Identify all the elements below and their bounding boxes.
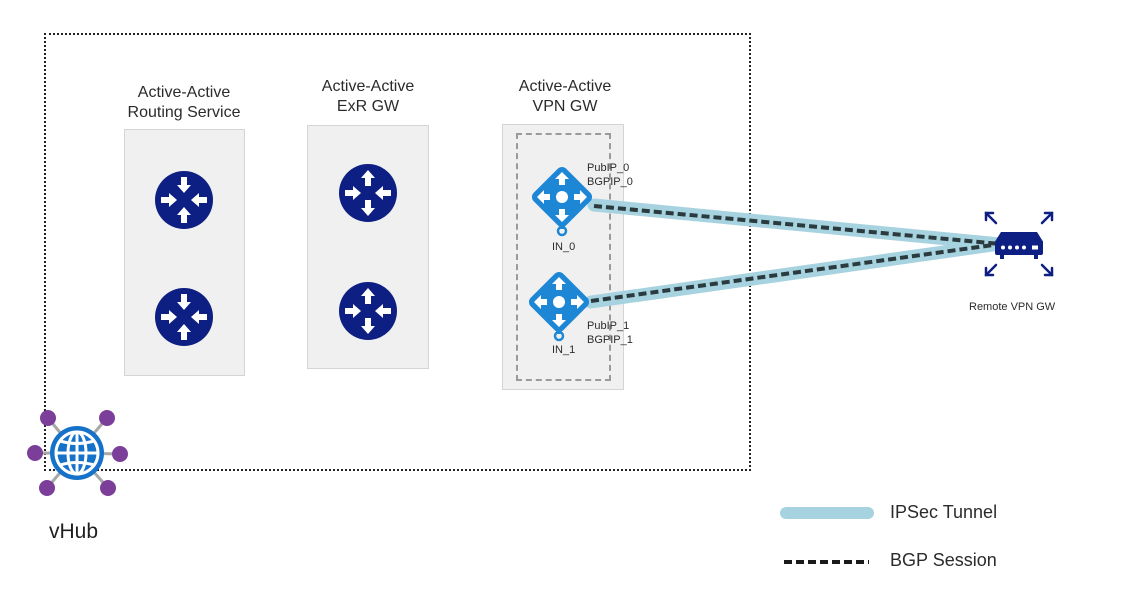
- exr-gw-title-line2: ExR GW: [336, 98, 400, 115]
- router-icon: [155, 171, 213, 229]
- in1-name-label: IN_1: [552, 344, 576, 356]
- in0-ip-labels: PubIP_0 BGPIP_0: [587, 161, 633, 189]
- vpn-gw-title: Active-Active VPN GW: [495, 77, 635, 117]
- routing-service-title-line1: Active-Active: [137, 84, 231, 101]
- router-icon: [339, 164, 397, 222]
- exr-gw-title: Active-Active ExR GW: [298, 77, 438, 117]
- routing-service-title: Active-Active Routing Service: [114, 83, 254, 123]
- routing-service-title-line2: Routing Service: [127, 104, 241, 121]
- vpn-gw-title-line1: Active-Active: [518, 78, 612, 95]
- vpn-gateway-icon: [528, 271, 590, 342]
- vpn-gw-title-line2: VPN GW: [532, 98, 598, 115]
- bgp-session-in0: [593, 204, 1001, 246]
- legend-bgp-label: BGP Session: [890, 550, 997, 570]
- in0-pubip-label: PubIP_0: [587, 162, 630, 174]
- remote-vpn-gateway-icon: [984, 211, 1054, 277]
- vpn-gw-instance-group: [516, 133, 611, 381]
- in0-bgpip-label: BGPIP_0: [587, 176, 633, 188]
- in1-bgpip-label: BGPIP_1: [587, 334, 633, 346]
- legend-swatches: [780, 507, 874, 564]
- in0-name-label: IN_0: [552, 241, 576, 253]
- vpn-gateway-icon: [531, 166, 593, 237]
- in1-pubip-label: PubIP_1: [587, 320, 630, 332]
- router-icon: [339, 282, 397, 340]
- router-icon: [155, 288, 213, 346]
- vhub-label: vHub: [49, 520, 99, 543]
- legend-ipsec-label: IPSec Tunnel: [890, 502, 998, 522]
- remote-vpn-gw-label: Remote VPN GW: [969, 301, 1056, 313]
- vhub-icon: [27, 410, 128, 496]
- in1-ip-labels: PubIP_1 BGPIP_1: [587, 319, 633, 347]
- bgp-session-in1: [590, 242, 1001, 303]
- vhub-boundary: [44, 33, 751, 471]
- exr-gw-title-line1: Active-Active: [321, 78, 415, 95]
